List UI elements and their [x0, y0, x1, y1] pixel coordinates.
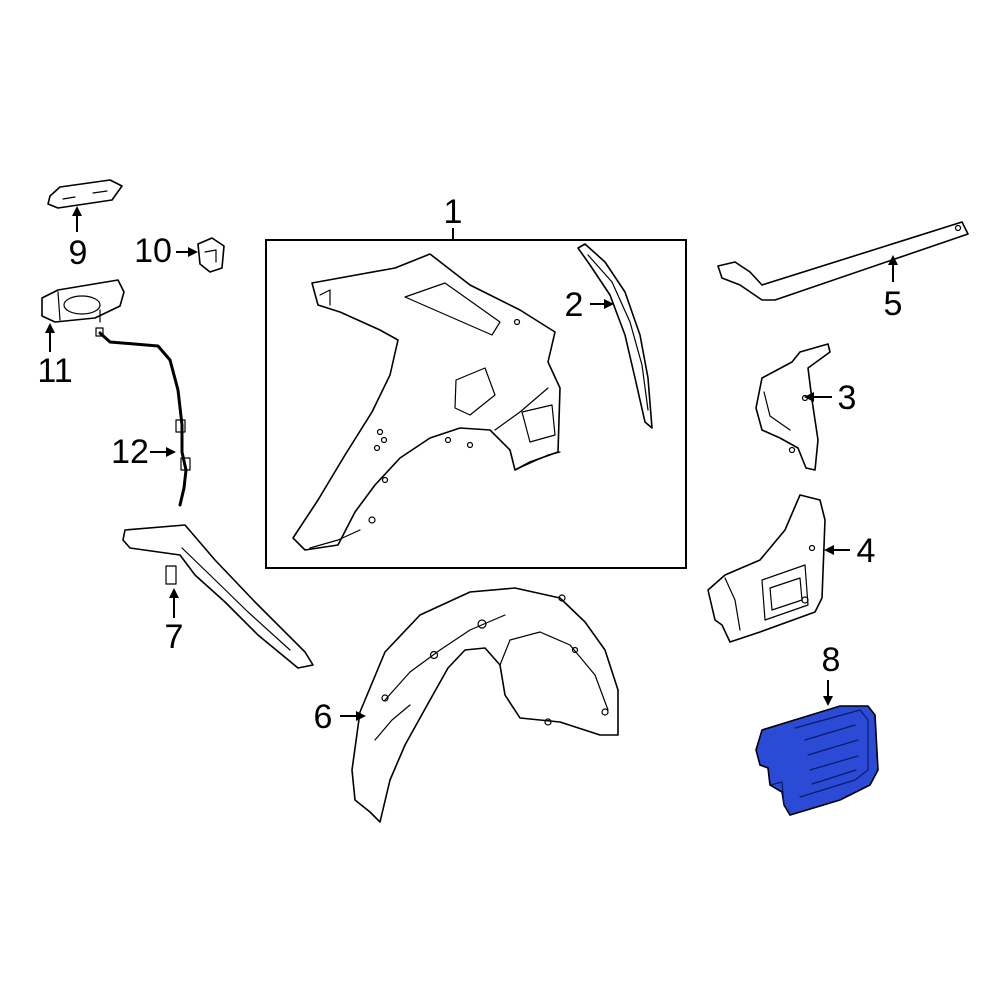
callout-6[interactable]: 6: [314, 698, 333, 736]
callout-3[interactable]: 3: [838, 379, 857, 417]
part-1-group-box: [265, 239, 687, 569]
callout-11[interactable]: 11: [37, 352, 72, 390]
callout-12[interactable]: 12: [111, 433, 149, 471]
part-2-pillar-trim[interactable]: [577, 243, 653, 429]
callout-10[interactable]: 10: [134, 232, 172, 270]
part-10-clip[interactable]: [197, 237, 225, 273]
callout-2[interactable]: 2: [565, 286, 584, 324]
part-8-fuel-door-housing[interactable]: [755, 705, 879, 816]
part-9-cover-plate[interactable]: [47, 179, 123, 209]
part-11-release-housing[interactable]: [41, 279, 125, 323]
part-6-wheel-liner[interactable]: [351, 587, 619, 823]
callout-labels: 1 2 3 4 5 6 7 8 9 10 11 12: [37, 193, 902, 736]
part-1-quarter-panel[interactable]: [292, 253, 561, 551]
part-5-brace-rod[interactable]: [717, 221, 969, 301]
callout-7[interactable]: 7: [165, 618, 184, 656]
part-4-inner-panel[interactable]: [707, 494, 826, 643]
part-7-trim-strip[interactable]: [122, 524, 314, 669]
callout-9[interactable]: 9: [69, 234, 88, 272]
callout-8[interactable]: 8: [822, 641, 841, 679]
part-12-release-cable[interactable]: [95, 327, 191, 507]
callout-5[interactable]: 5: [884, 285, 903, 323]
leader-lines: [45, 206, 898, 721]
callout-4[interactable]: 4: [857, 532, 876, 570]
part-3-bracket[interactable]: [755, 343, 831, 471]
callout-1[interactable]: 1: [444, 193, 463, 231]
